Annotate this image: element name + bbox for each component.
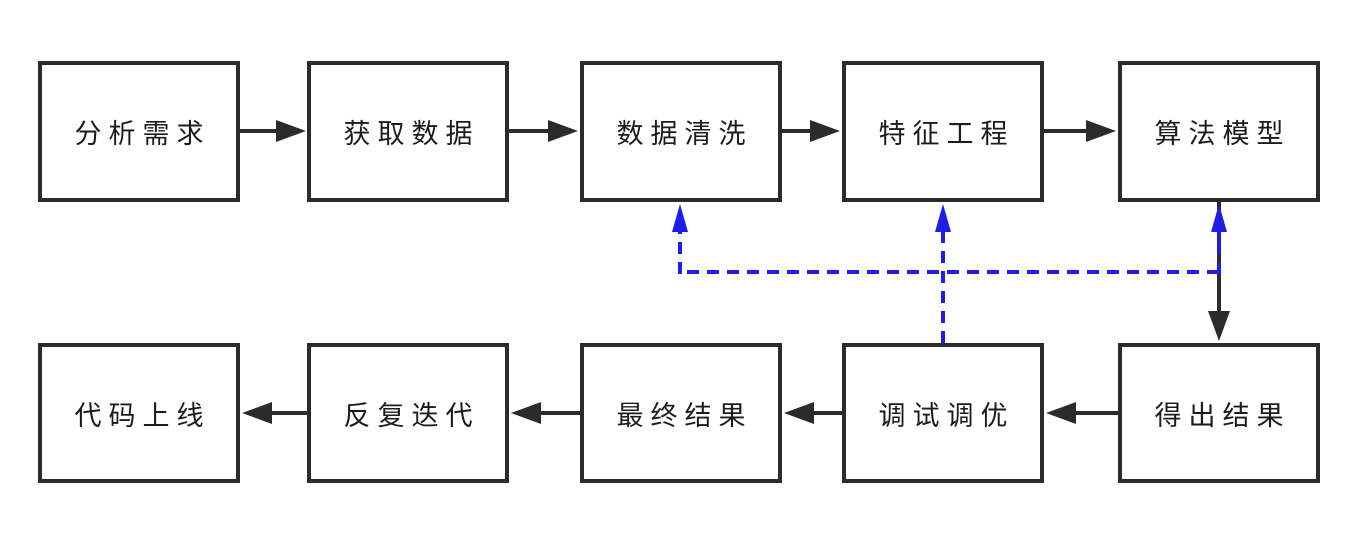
node-result: 得出结果	[1118, 343, 1320, 483]
edge-acquire-to-clean	[509, 120, 578, 142]
node-acquire: 获取数据	[307, 61, 509, 202]
node-model: 算法模型	[1118, 61, 1320, 202]
node-iterate-label: 反复迭代	[343, 400, 480, 432]
node-deploy: 代码上线	[38, 343, 240, 483]
edge-clean-to-feature	[782, 120, 840, 142]
node-iterate: 反复迭代	[307, 343, 509, 483]
edge-analyze-to-acquire	[240, 120, 306, 142]
node-tune: 调试调优	[842, 343, 1044, 483]
node-result-label: 得出结果	[1154, 400, 1291, 432]
node-acquire-label: 获取数据	[343, 119, 480, 150]
node-model-label: 算法模型	[1154, 119, 1291, 150]
edge-result-to-tune	[1046, 402, 1118, 424]
node-clean: 数据清洗	[580, 61, 782, 202]
node-final: 最终结果	[580, 343, 782, 483]
edge-iterate-to-deploy	[242, 402, 307, 424]
node-analyze-label: 分析需求	[74, 119, 211, 150]
node-feature: 特征工程	[842, 61, 1044, 202]
node-analyze: 分析需求	[38, 61, 240, 202]
node-clean-label: 数据清洗	[616, 119, 753, 150]
edge-tune-to-model-feedback	[1211, 204, 1227, 274]
edge-feature-to-model	[1044, 120, 1116, 142]
edge-tune-to-clean-feedback	[672, 204, 1219, 274]
edge-tune-to-final	[784, 402, 842, 424]
node-final-label: 最终结果	[616, 400, 753, 432]
edge-tune-to-feature-feedback	[935, 204, 951, 343]
node-tune-label: 调试调优	[878, 400, 1015, 432]
node-deploy-label: 代码上线	[74, 400, 211, 432]
edge-final-to-iterate	[511, 402, 580, 424]
edge-model-to-result	[1208, 202, 1230, 341]
node-feature-label: 特征工程	[878, 119, 1015, 150]
